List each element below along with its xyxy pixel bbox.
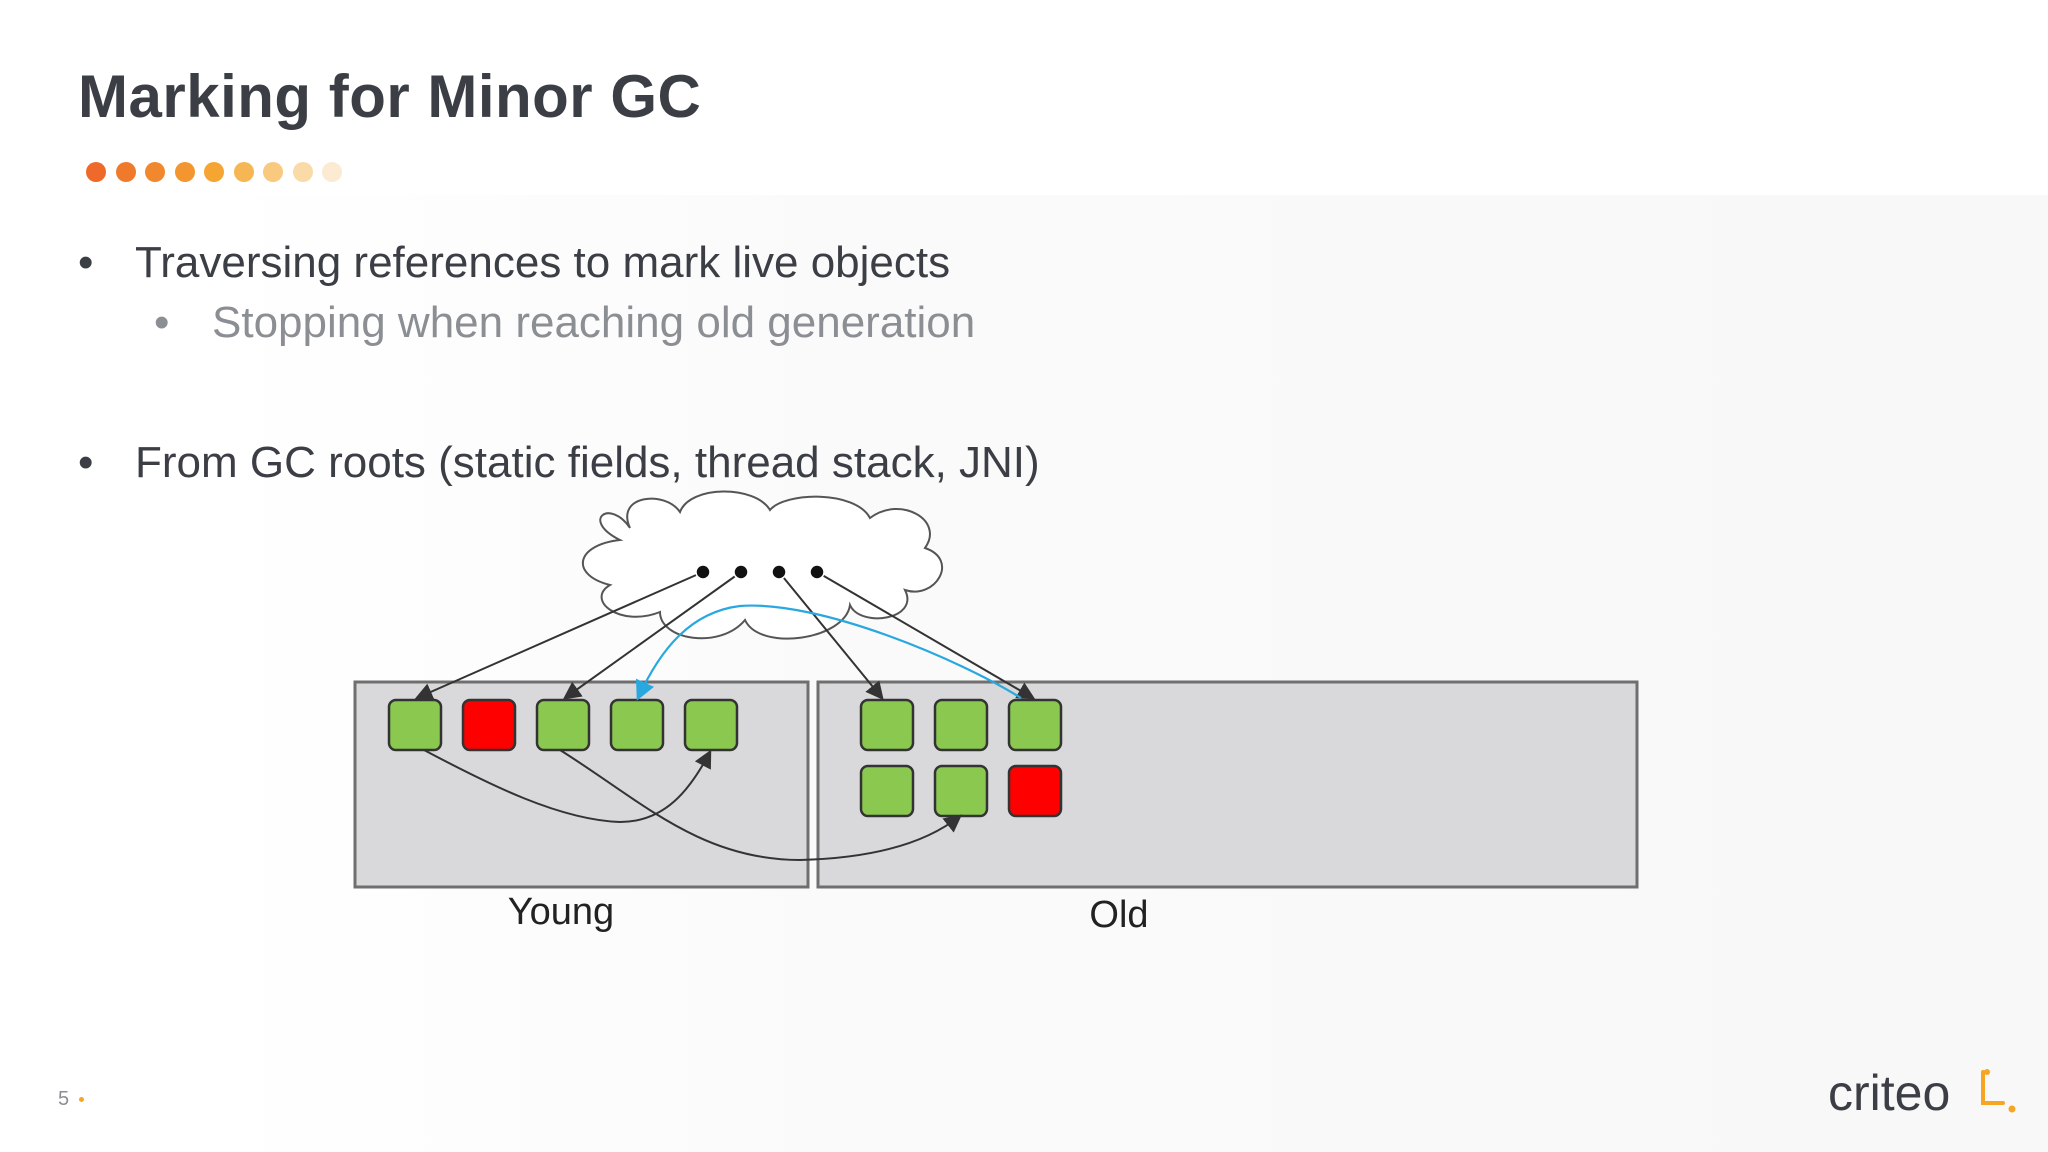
old-object <box>1007 764 1063 818</box>
young-object <box>461 698 517 752</box>
old-object <box>859 764 915 818</box>
bullet-text: Stopping when reaching old generation <box>212 298 976 347</box>
slide-title: Marking for Minor GC <box>78 63 702 130</box>
title-dot <box>145 162 165 182</box>
bullet-marker: • <box>154 298 170 347</box>
title-dot <box>86 162 106 182</box>
title-dot <box>204 162 224 182</box>
old-object <box>859 698 915 752</box>
young-region-label: Young <box>508 891 614 933</box>
bullet-marker: • <box>78 438 94 487</box>
title-dot <box>115 162 136 182</box>
gc-roots-cloud <box>581 490 944 640</box>
root-reference-arrow <box>816 571 1036 700</box>
title-dot <box>322 162 342 182</box>
gc-root-dot <box>809 564 825 580</box>
logo-wordmark: criteo <box>1828 1065 1951 1121</box>
page-number-dot <box>79 1097 84 1102</box>
logo-accent-icon <box>1981 1069 2016 1113</box>
promotion-reference-arrow <box>559 749 963 862</box>
gc-root-dot <box>695 564 711 580</box>
young-object <box>683 698 739 752</box>
title-dot <box>263 162 283 182</box>
criteo-logo: criteo <box>1828 1062 2016 1122</box>
old-object <box>1007 698 1063 752</box>
background-shade <box>210 195 2048 1152</box>
old-object <box>933 764 989 818</box>
young-object <box>609 698 665 752</box>
title-dot <box>174 162 195 182</box>
bullet-text: Traversing references to mark live objec… <box>135 238 951 287</box>
root-reference-arrow <box>778 571 884 701</box>
old-object <box>933 698 989 752</box>
bullet-text: From GC roots (static fields, thread sta… <box>135 438 1040 487</box>
bullet-marker: • <box>78 238 94 287</box>
gc-root-dot <box>771 564 787 580</box>
gc-root-dot <box>733 564 749 580</box>
title-dot <box>233 162 254 182</box>
root-reference-arrow <box>414 571 704 701</box>
page-number: 5 <box>58 1088 70 1110</box>
young-object <box>535 698 591 752</box>
old-to-young-reference-arrow <box>636 604 1022 701</box>
young-reference-arrow <box>423 749 712 824</box>
young-object <box>387 698 443 752</box>
old-region-label: Old <box>1089 894 1148 936</box>
title-dot <box>292 162 313 182</box>
root-reference-arrow <box>562 571 742 700</box>
